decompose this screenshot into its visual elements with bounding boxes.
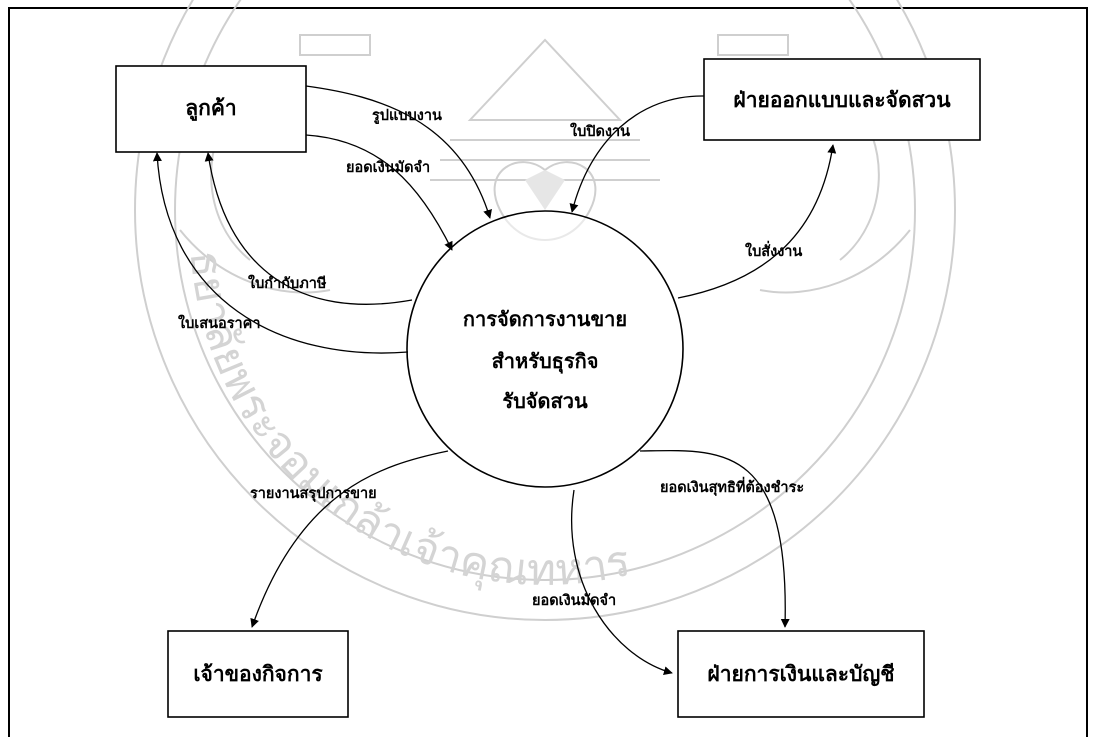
flow-arrow-design-pattern: [305, 85, 492, 219]
flow-label-sales-report: รายงานสรุปการขาย: [250, 485, 377, 502]
flow-label-work-order: ใบสั่งงาน: [745, 240, 802, 260]
design-dept-label: ฝ่ายออกแบบและจัดสวน: [733, 87, 951, 112]
flow-arrow-tax-invoice: [204, 152, 413, 305]
flow-label-design-pattern: รูปแบบงาน: [372, 107, 442, 124]
owner-label: เจ้าของกิจการ: [193, 661, 323, 686]
design-dept-box: [703, 58, 981, 141]
customer-label: ลูกค้า: [185, 95, 236, 122]
flow-arrow-work-order: [677, 144, 837, 299]
flow-label-net-payable: ยอดเงินสุทธิที่ต้องชำระ: [660, 476, 804, 496]
flow-arrow-deposit-out: [570, 489, 673, 676]
customer-box: [115, 65, 307, 153]
finance-dept-label: ฝ่ายการเงินและบัญชี: [707, 661, 894, 687]
process-label-line-3: รับจัดสวน: [502, 389, 588, 413]
finance-dept-box: [677, 630, 925, 718]
process-label-line-1: การจัดการงานขาย: [463, 307, 627, 331]
flow-label-deposit-out: ยอดเงินมัดจำ: [532, 592, 616, 609]
page-frame: [8, 7, 1088, 737]
flow-label-quotation: ใบเสนอราคา: [178, 314, 260, 332]
process-circle: [406, 210, 684, 488]
flow-arrow-job-close: [569, 95, 705, 213]
flow-arrow-quotation: [152, 152, 409, 354]
flow-label-tax-invoice: ใบกำกับภาษี: [248, 274, 327, 292]
flow-arrow-sales-report: [250, 450, 449, 628]
flow-arrow-deposit-in: [305, 134, 453, 251]
flow-label-deposit-in: ยอดเงินมัดจำ: [346, 159, 430, 176]
process-label-line-2: สำหรับธุรกิจ: [492, 349, 599, 374]
flow-arrow-net-payable: [639, 449, 790, 628]
flow-label-job-close: ใบปิดงาน: [570, 122, 630, 140]
owner-box: [167, 630, 349, 718]
